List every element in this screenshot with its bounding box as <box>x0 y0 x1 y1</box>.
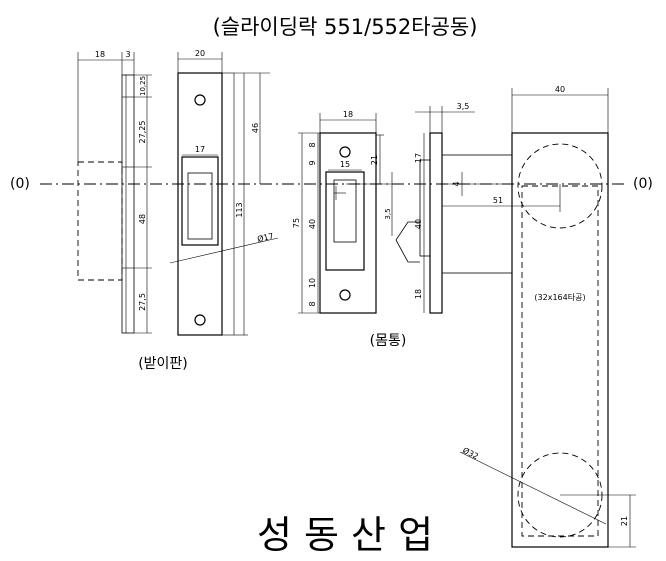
strike-mortise-hidden <box>77 161 123 281</box>
dim-handle-h18: 18 <box>414 289 423 299</box>
dim-body-h21: 21 <box>370 155 379 165</box>
dim-strike-h46: 46 <box>251 123 260 133</box>
strike-screw-hole-bottom <box>194 314 206 326</box>
handle-spindle <box>441 154 513 274</box>
dim-handle-d51: 51 <box>493 196 503 205</box>
strike-screw-hole-top <box>194 94 206 106</box>
body-front-plate <box>319 132 377 314</box>
dim-body-h40: 40 <box>308 219 317 229</box>
dim-body-h75: 75 <box>292 218 301 228</box>
handle-plate <box>511 132 609 548</box>
strike-slot-inner <box>187 172 213 240</box>
body-caption: (몸통) <box>370 333 407 349</box>
dim-strike-dia17: Ø17 <box>256 230 274 243</box>
strike-side-profile <box>121 74 135 334</box>
dim-strike-h113: 113 <box>235 202 244 217</box>
handle-cutout-label: (32x164타공) <box>534 293 585 302</box>
body-screw-hole-bottom <box>339 289 351 301</box>
latch-hook <box>395 221 420 263</box>
handle-drawing: (32x164타공) 40 3,5 17 40 18 4 51 Ø32 21 <box>395 85 636 548</box>
dim-strike-w17: 17 <box>195 145 205 154</box>
center-label-right: (0) <box>633 176 653 192</box>
dim-handle-w40: 40 <box>555 85 565 94</box>
body-slot-inner <box>333 179 357 243</box>
dim-body-h3-5: 3,5 <box>384 208 392 219</box>
dim-strike-h10-25: 10,25 <box>139 76 147 96</box>
body-screw-hole-top <box>339 146 351 158</box>
center-label-left: (0) <box>10 176 30 192</box>
handle-hole-top <box>517 143 603 229</box>
dim-body-w15: 15 <box>340 160 350 169</box>
dim-body-h9: 9 <box>308 160 317 165</box>
dim-body-h8-top: 8 <box>308 142 317 147</box>
dim-handle-h4: 4 <box>452 181 461 186</box>
dim-handle-dia32: Ø32 <box>461 445 480 461</box>
dim-handle-h21: 21 <box>620 516 629 526</box>
dim-handle-h40: 40 <box>414 219 423 229</box>
body-slot-outer <box>325 171 365 271</box>
dim-handle-w3-5: 3,5 <box>457 102 470 111</box>
dim-handle-h17: 17 <box>414 153 423 163</box>
dim-strike-w20: 20 <box>195 49 205 58</box>
dim-strike-h48: 48 <box>138 214 147 224</box>
dim-body-h8-bottom: 8 <box>308 301 317 306</box>
drawing-title: (슬라이딩락 551/552타공동) <box>213 15 478 39</box>
dim-body-w18: 18 <box>343 110 353 119</box>
lock-body-drawing: 18 15 75 8 9 40 10 8 21 3,5 <box>292 110 400 314</box>
dim-strike-h27-5: 27,5 <box>138 293 147 311</box>
handle-side-plate <box>429 132 443 314</box>
dim-strike-w18: 18 <box>95 50 105 59</box>
dim-body-h10: 10 <box>308 278 317 288</box>
strike-front-plate <box>177 72 223 336</box>
strike-slot-outer <box>181 156 219 246</box>
handle-cutout-hidden <box>521 185 599 537</box>
strike-plate-caption: (받이판) <box>138 356 188 372</box>
company-name: 성 동 산 업 <box>257 513 433 557</box>
dim-strike-h27-25: 27,25 <box>138 121 147 144</box>
strike-plate-drawing: 18 3 10,25 27,25 48 27,5 20 17 46 113 <box>77 49 279 336</box>
dim-strike-w3: 3 <box>125 50 130 59</box>
